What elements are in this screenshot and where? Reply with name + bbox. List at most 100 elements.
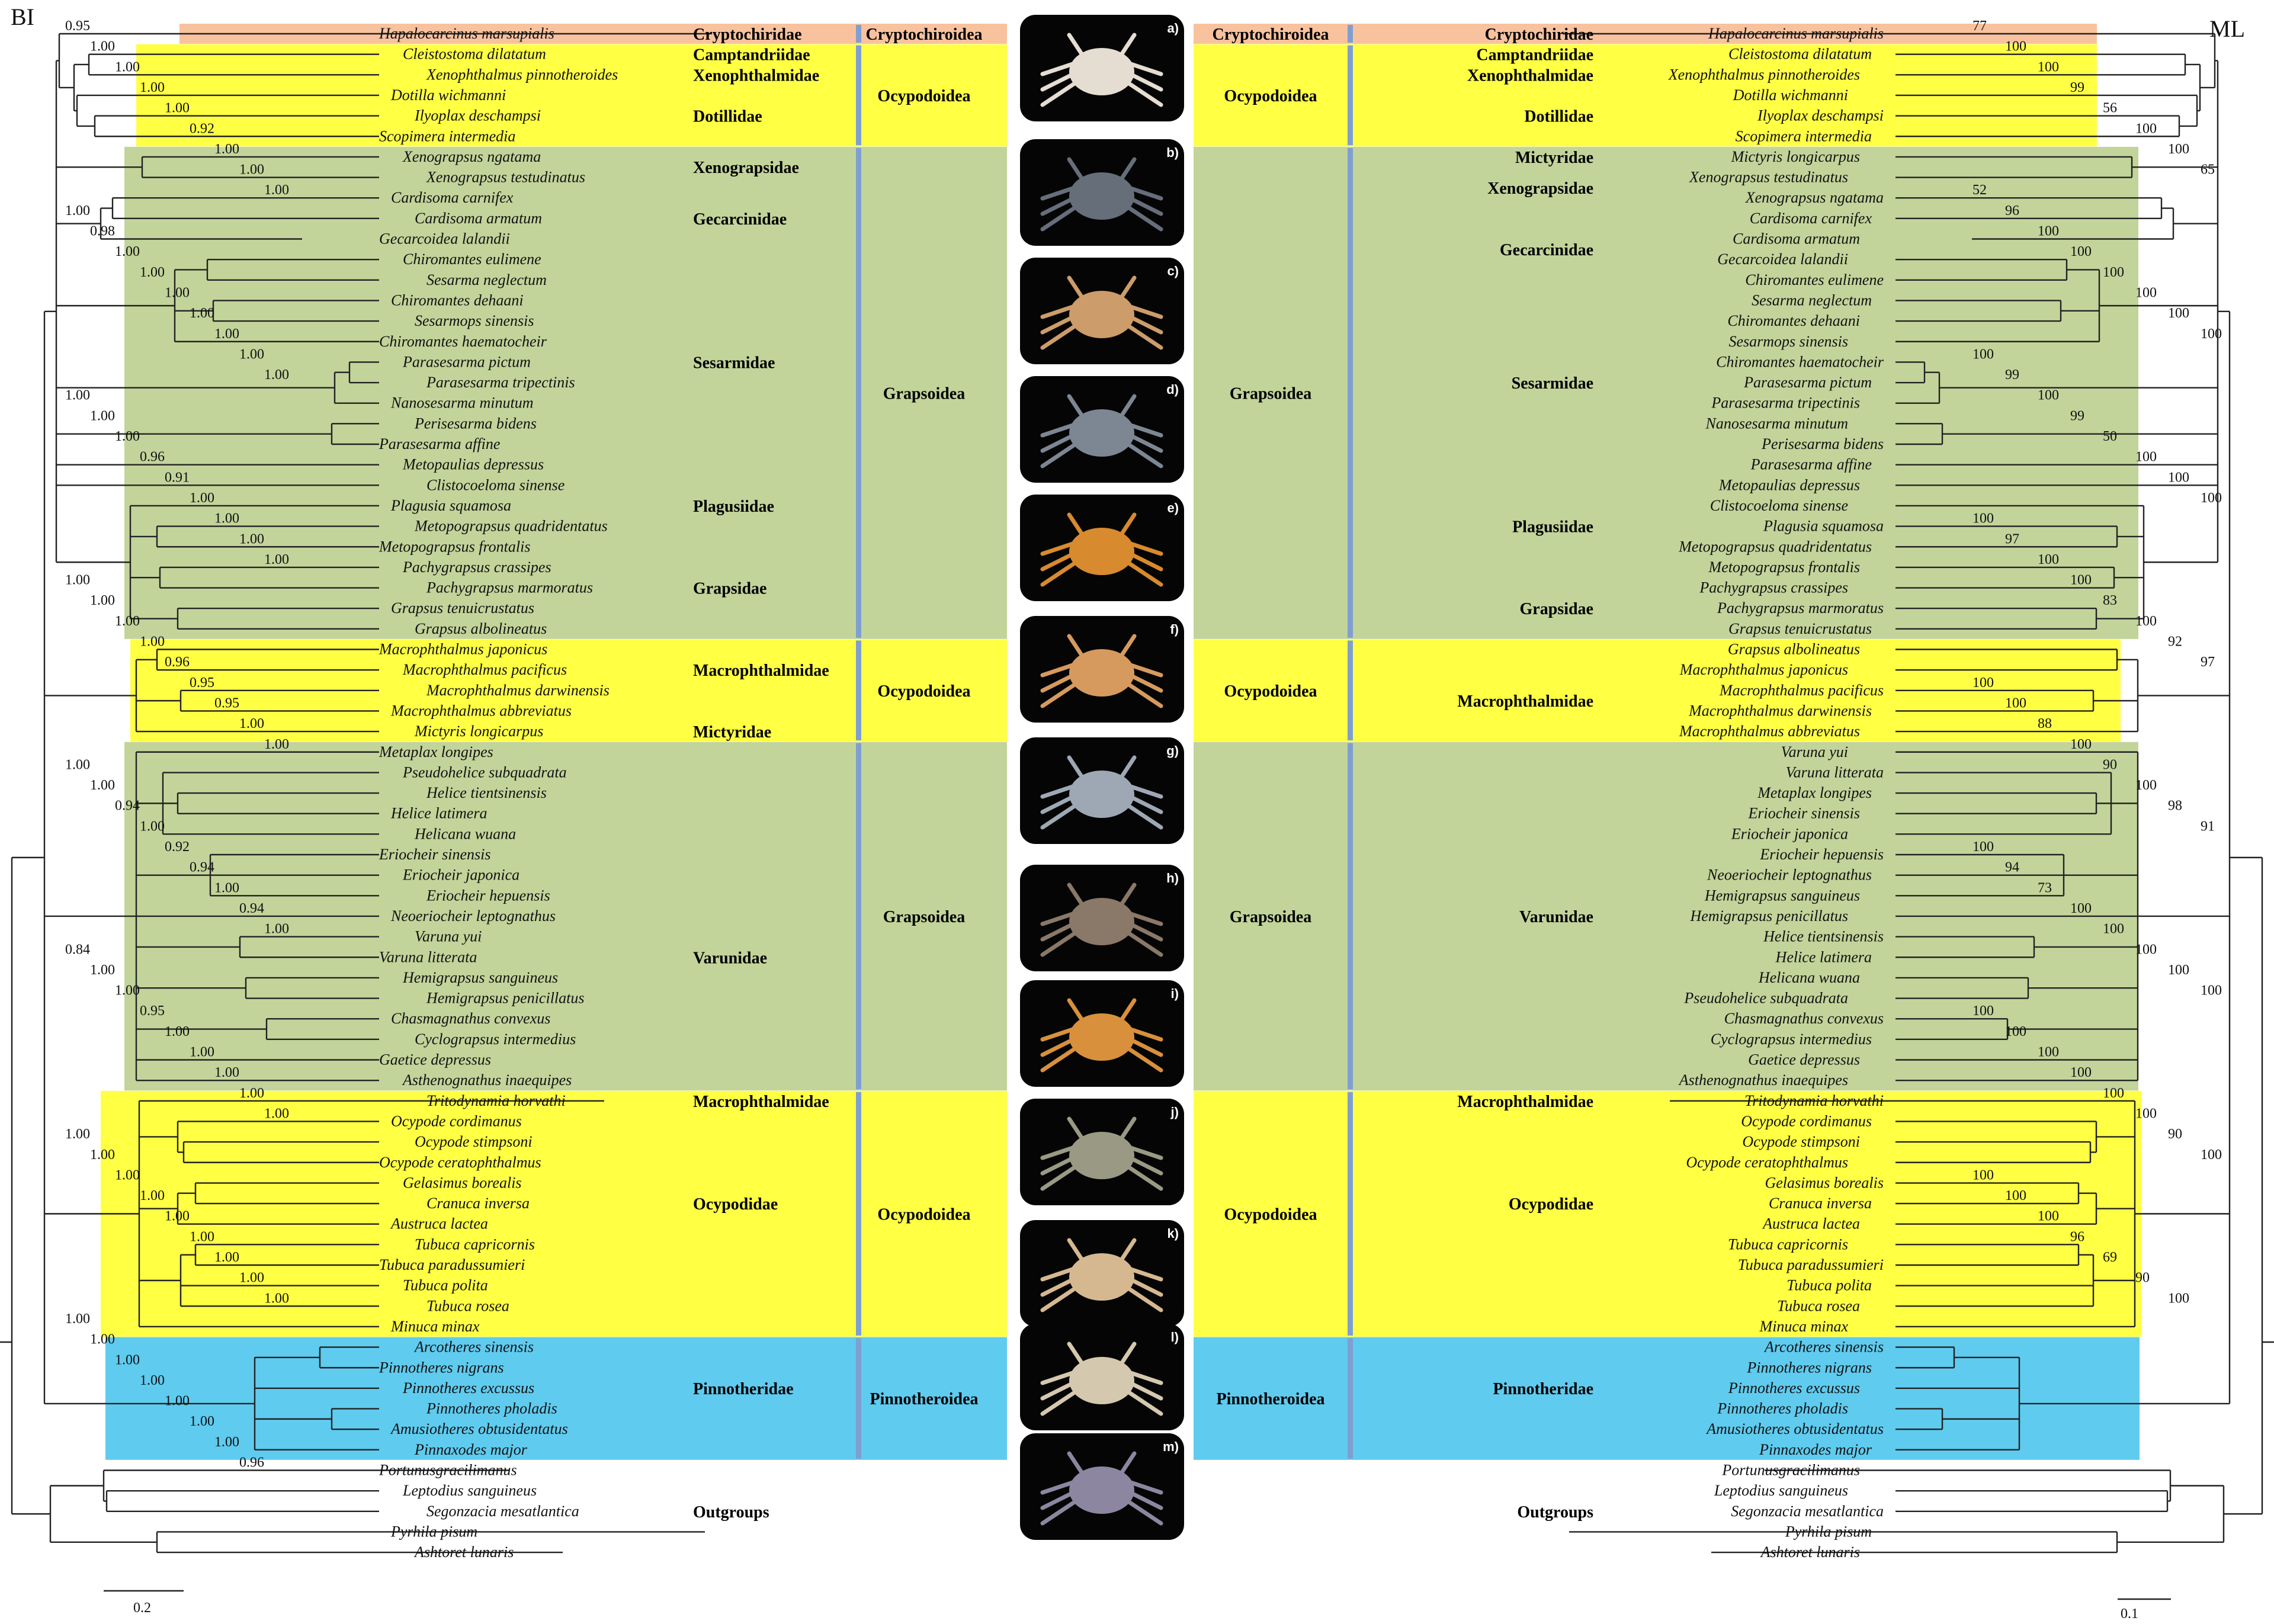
photo-label: a)	[1167, 21, 1179, 36]
left-band-divider	[856, 743, 861, 1090]
bi-support-value: 1.00	[165, 1024, 190, 1039]
bi-family-label: Plagusiidae	[693, 498, 774, 516]
ml-taxon-label: Nanosesarma minutum	[1705, 415, 1848, 432]
ml-support-value: 100	[2038, 59, 2059, 75]
bi-taxon-label: Macrophthalmus pacificus	[402, 661, 567, 678]
bi-taxon-label: Chiromantes eulimene	[403, 251, 541, 268]
bi-taxon-label: Cardisoma carnifex	[391, 189, 514, 206]
bi-support-value: 1.00	[239, 346, 264, 362]
bi-support-value: 1.00	[190, 1229, 214, 1244]
ml-taxon-label: Xenograpsus testudinatus	[1689, 169, 1848, 186]
bi-taxon-label: Gecarcoidea lalandii	[379, 230, 510, 248]
ml-taxon-label: Metopograpsus quadridentatus	[1678, 538, 1872, 555]
bi-taxon-label: Eriocheir japonica	[402, 866, 519, 884]
crab-carapace	[1069, 1357, 1134, 1404]
left-band	[101, 1090, 1007, 1337]
bi-support-value: 1.00	[239, 1086, 264, 1101]
ml-support-value: 97	[2201, 654, 2215, 670]
bi-taxon-label: Hemigrapsus sanguineus	[402, 969, 558, 986]
ml-family-label: Mictyridae	[1515, 149, 1593, 167]
bi-support-value: 1.00	[115, 1167, 140, 1183]
bi-taxon-label: Tubuca rosea	[426, 1297, 509, 1314]
ml-support-value: 100	[1972, 1003, 1994, 1019]
crab-carapace	[1069, 1466, 1134, 1514]
bi-taxon-label: Pinnaxodes major	[414, 1441, 528, 1458]
ml-taxon-label: Xenophthalmus pinnotheroides	[1668, 66, 1860, 83]
crab-leg	[1123, 1497, 1163, 1526]
crab-leg	[1040, 1284, 1080, 1312]
bi-support-value: 1.00	[264, 1291, 289, 1306]
bi-superfamily-label: Ocypodoidea	[877, 1205, 970, 1224]
bi-taxon-label: Xenograpsus ngatama	[402, 148, 541, 165]
bi-support-value: 1.00	[214, 1434, 239, 1450]
ml-taxon-label: Dotilla wichmanni	[1733, 86, 1848, 104]
ml-support-value: 100	[2070, 573, 2092, 588]
right-band-divider	[1348, 1092, 1353, 1336]
bi-support-value: 1.00	[214, 1065, 239, 1080]
photo-label: e)	[1167, 500, 1179, 515]
ml-superfamily-label: Pinnotheroidea	[1216, 1390, 1324, 1408]
photo-label: i)	[1171, 986, 1179, 1001]
ml-superfamily-label: Grapsoidea	[1230, 384, 1311, 403]
bi-support-value: 1.00	[90, 593, 115, 608]
bi-support-value: 1.00	[214, 142, 239, 157]
bi-taxon-label: Hapalocarcinus marsupialis	[379, 25, 554, 42]
ml-family-label: Sesarmidae	[1512, 374, 1593, 393]
ml-taxon-label: Cardisoma carnifex	[1750, 210, 1872, 227]
bi-taxon-label: Sesarmops sinensis	[415, 312, 534, 329]
left-band-divider	[856, 1338, 861, 1459]
ml-taxon-label: Ocypode ceratophthalmus	[1686, 1154, 1848, 1171]
ml-family-label: Ocypodidae	[1509, 1195, 1593, 1214]
crab-leg	[1123, 1044, 1163, 1073]
crab-leg	[1040, 203, 1080, 232]
ml-taxon-label: Sesarma neglectum	[1752, 291, 1872, 309]
bi-support-value: 1.00	[90, 408, 115, 423]
ml-support-value: 100	[2005, 1188, 2026, 1203]
bi-support-value: 1.00	[239, 1270, 264, 1286]
ml-support-value: 100	[2005, 695, 2026, 711]
left-band-divider	[856, 1092, 861, 1336]
bi-taxon-label: Parasesarma tripectinis	[426, 374, 575, 391]
crab-leg	[1040, 559, 1080, 587]
bi-taxon-label: Macrophthalmus darwinensis	[426, 682, 610, 699]
photo-label: f)	[1170, 622, 1179, 637]
ml-taxon-label: Pachygrapsus crassipes	[1699, 579, 1848, 596]
ml-taxon-label: Leptodius sanguineus	[1714, 1482, 1848, 1499]
bi-support-value: 0.94	[115, 798, 140, 814]
ml-taxon-label: Tubuca polita	[1787, 1277, 1872, 1294]
ml-taxon-label: Grapsus albolineatus	[1728, 641, 1860, 658]
ml-support-value: 100	[2135, 614, 2157, 629]
bi-taxon-label: Grapsus albolineatus	[415, 620, 547, 637]
bi-support-value: 0.95	[214, 695, 239, 711]
ml-taxon-label: Metopograpsus frontalis	[1708, 559, 1860, 576]
crab-carapace	[1069, 1013, 1134, 1061]
bi-taxon-label: Helicana wuana	[414, 825, 516, 842]
bi-support-value: 1.00	[90, 1332, 115, 1347]
crab-leg	[1040, 680, 1080, 708]
ml-taxon-label: Tubuca capricornis	[1728, 1235, 1848, 1253]
ml-support-value: 100	[2070, 1065, 2092, 1080]
bi-support-value: 1.00	[264, 367, 289, 383]
bi-taxon-label: Pseudohelice subquadrata	[402, 763, 567, 781]
right-band	[1194, 146, 2138, 639]
bi-superfamily-label: Ocypodoidea	[877, 87, 970, 105]
ml-family-label: Plagusiidae	[1512, 518, 1593, 537]
bi-taxon-label: Mictyris longicarpus	[414, 723, 543, 740]
bi-taxon-label: Asthenognathus inaequipes	[402, 1071, 572, 1089]
bi-taxon-label: Tubuca polita	[403, 1277, 488, 1294]
ml-taxon-label: Macrophthalmus pacificus	[1719, 682, 1884, 699]
bi-taxon-label: Ashtoret lunaris	[413, 1543, 514, 1561]
ml-taxon-label: Xenograpsus ngatama	[1745, 189, 1884, 206]
bi-taxon-label: Sesarma neglectum	[426, 271, 547, 288]
ml-support-value: 52	[1972, 182, 1987, 198]
crab-carapace	[1069, 898, 1134, 945]
crab-leg	[1040, 1044, 1080, 1073]
ml-support-value: 99	[2005, 367, 2019, 383]
bi-support-value: 0.95	[65, 18, 90, 34]
ml-support-value: 100	[2168, 962, 2189, 978]
bi-taxon-label: Scopimera intermedia	[379, 127, 515, 145]
ml-taxon-label: Gelasimus borealis	[1765, 1174, 1884, 1191]
bi-support-value: 1.00	[140, 1373, 165, 1388]
bi-taxon-label: Ocypode cordimanus	[391, 1112, 522, 1129]
bi-support-value: 0.96	[165, 654, 190, 670]
